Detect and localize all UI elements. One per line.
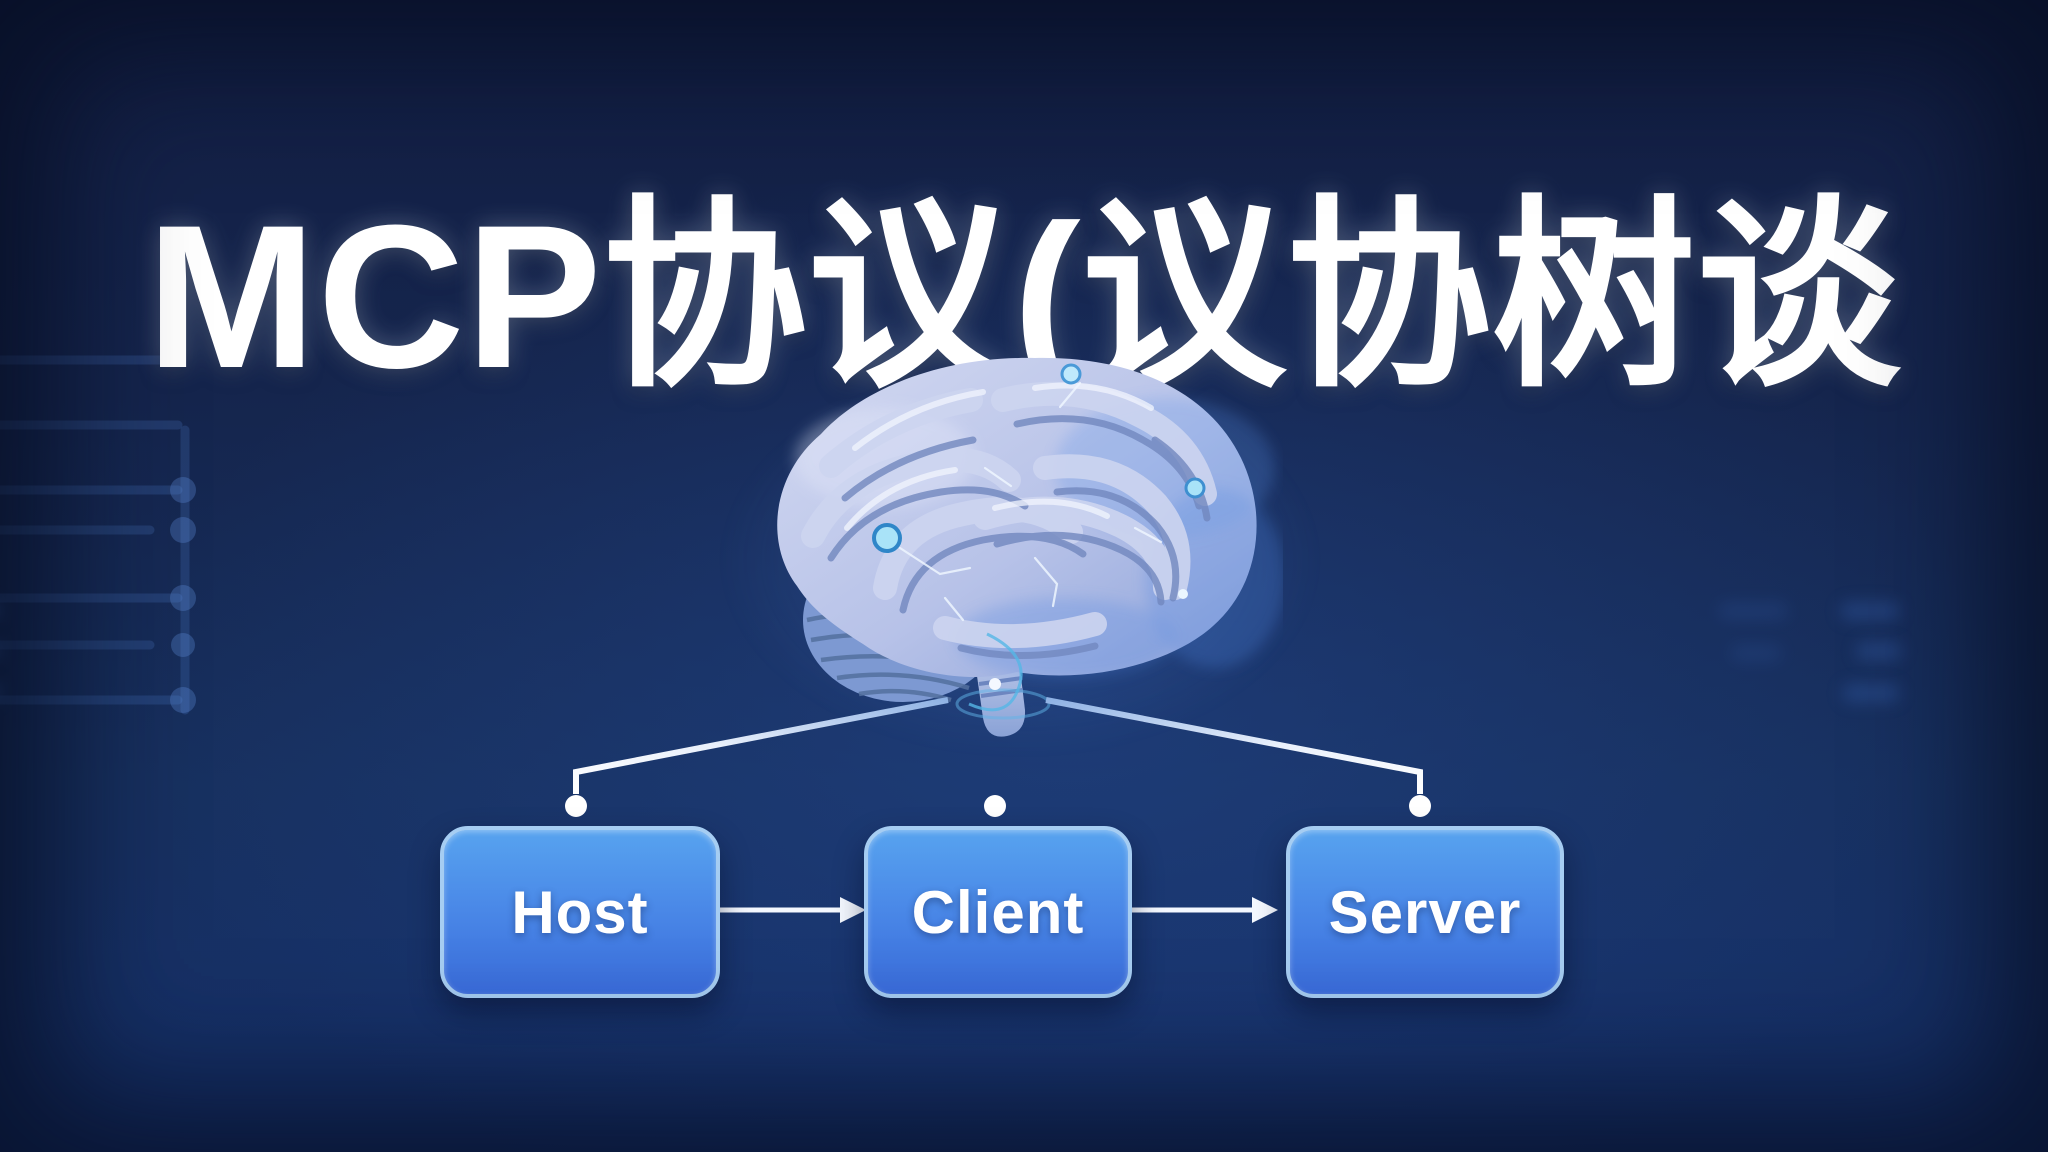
edge-brain-host [573, 697, 949, 794]
edge-brain-server [1045, 697, 1423, 794]
stem-dot [989, 678, 1001, 690]
connector-dot [565, 795, 587, 817]
node-host-label: Host [511, 878, 649, 946]
brain-illustration [777, 357, 1283, 737]
connector-dot [1409, 795, 1431, 817]
sensor-dots [872, 363, 1206, 599]
connector-dot [984, 795, 1006, 817]
node-host: Host [440, 826, 720, 998]
arrow-client-server [1128, 897, 1278, 923]
node-client: Client [864, 826, 1132, 998]
node-client-label: Client [911, 878, 1085, 946]
node-server-label: Server [1328, 878, 1522, 946]
node-server: Server [1286, 826, 1564, 998]
arrow-host-client [714, 897, 866, 923]
